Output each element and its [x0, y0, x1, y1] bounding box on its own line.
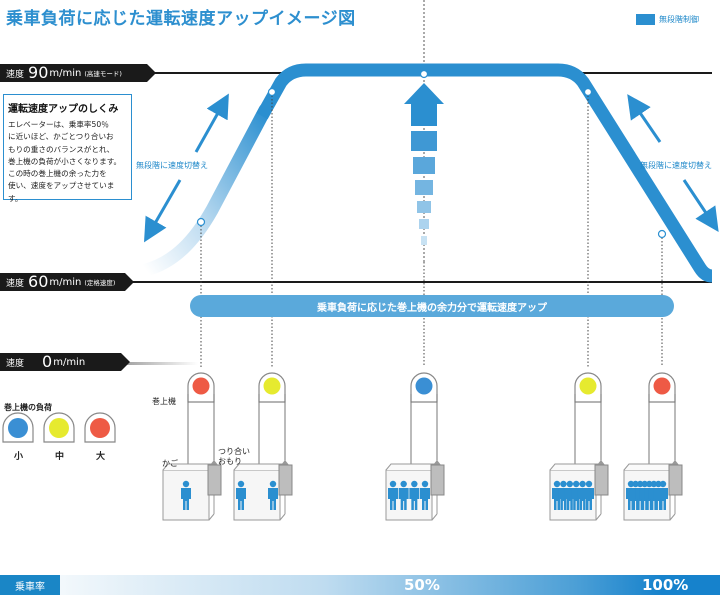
hoist-load-indicator: [579, 377, 597, 395]
hoist-load-indicator: [653, 377, 671, 395]
hoist-load-indicator: [192, 377, 210, 395]
legend-swatch: [636, 14, 655, 25]
switch-arrow-left-up: [194, 93, 229, 153]
load-label-large: 大: [96, 452, 106, 462]
switch-arrow-right: [627, 94, 662, 143]
hoist-label: 巻上機: [152, 397, 176, 406]
speed-tag-60: 速度 60 m/min (定格速度): [0, 273, 134, 291]
info-box-body: エレベーターは、乗車率50％ に近いほど、かごとつり合いお もりの重さのバランス…: [8, 120, 122, 203]
speed-curve-main: [256, 63, 713, 283]
line-0: [118, 362, 198, 365]
counterweight: [278, 464, 293, 496]
speed-step-3: [415, 180, 433, 195]
elevator-group: [162, 372, 683, 521]
hoist-load-indicator: [415, 377, 433, 395]
speed-step-2: [413, 157, 435, 174]
speed-step-6: [421, 236, 427, 245]
ride-rate-gradient: [0, 575, 720, 595]
elevator-2: [233, 372, 293, 521]
speed-tag-90: 速度 90 m/min (高速モード): [0, 64, 156, 82]
counterweight: [668, 464, 683, 496]
elevator-1: [162, 372, 222, 521]
load-legend-item-3: [84, 412, 116, 443]
speed-step-4: [417, 201, 431, 213]
speed-up-arrow: [404, 83, 444, 126]
load-legend-item-2: [43, 412, 75, 443]
speed-step-5: [419, 219, 429, 229]
switch-label-right: 無段階に速度切替え: [640, 161, 712, 170]
switch-arrow-left: [144, 179, 182, 243]
legend-label: 無段階制御: [659, 15, 699, 24]
legend: 無段階制御: [636, 14, 699, 25]
load-label-medium: 中: [55, 452, 65, 462]
hoist-load-title: 巻上機の負荷: [4, 403, 52, 412]
switch-arrow-right-down: [682, 179, 719, 232]
diagram-title: 乗車負荷に応じた運転速度アップイメージ図: [6, 9, 356, 29]
info-box: 運転速度アップのしくみ エレベーターは、乗車率50％ に近いほど、かごとつり合い…: [3, 94, 132, 203]
ride-rate-bar: 乗車率 50% 100%: [0, 575, 720, 595]
ride-rate-label: 乗車率: [0, 575, 60, 595]
counterweight-label-2: おもり: [218, 457, 242, 466]
info-box-title: 運転速度アップのしくみ: [8, 104, 119, 115]
elevator-4: [549, 372, 609, 521]
elevator-5: [623, 372, 683, 521]
counterweight-label-1: つり合い: [218, 447, 250, 456]
ride-rate-50: 50%: [404, 576, 440, 594]
elevator-3: [385, 372, 445, 521]
hoist-load-indicator: [263, 377, 281, 395]
ride-rate-100: 100%: [642, 576, 689, 594]
load-legend-item-1: [2, 412, 34, 443]
counterweight: [430, 464, 445, 496]
switch-label-left: 無段階に速度切替え: [136, 161, 208, 170]
speed-curve-left-ramp: [139, 103, 272, 277]
speed-step-1: [411, 131, 437, 151]
load-label-small: 小: [14, 452, 24, 462]
car-label: かご: [162, 459, 178, 468]
speed-up-band: 乗車負荷に応じた巻上機の余力分で運転速度アップ: [190, 295, 674, 317]
hoist-load-legend: [2, 412, 116, 443]
counterweight: [207, 464, 222, 496]
counterweight: [594, 464, 609, 496]
speed-tag-0: 速度 0 m/min: [0, 353, 130, 371]
